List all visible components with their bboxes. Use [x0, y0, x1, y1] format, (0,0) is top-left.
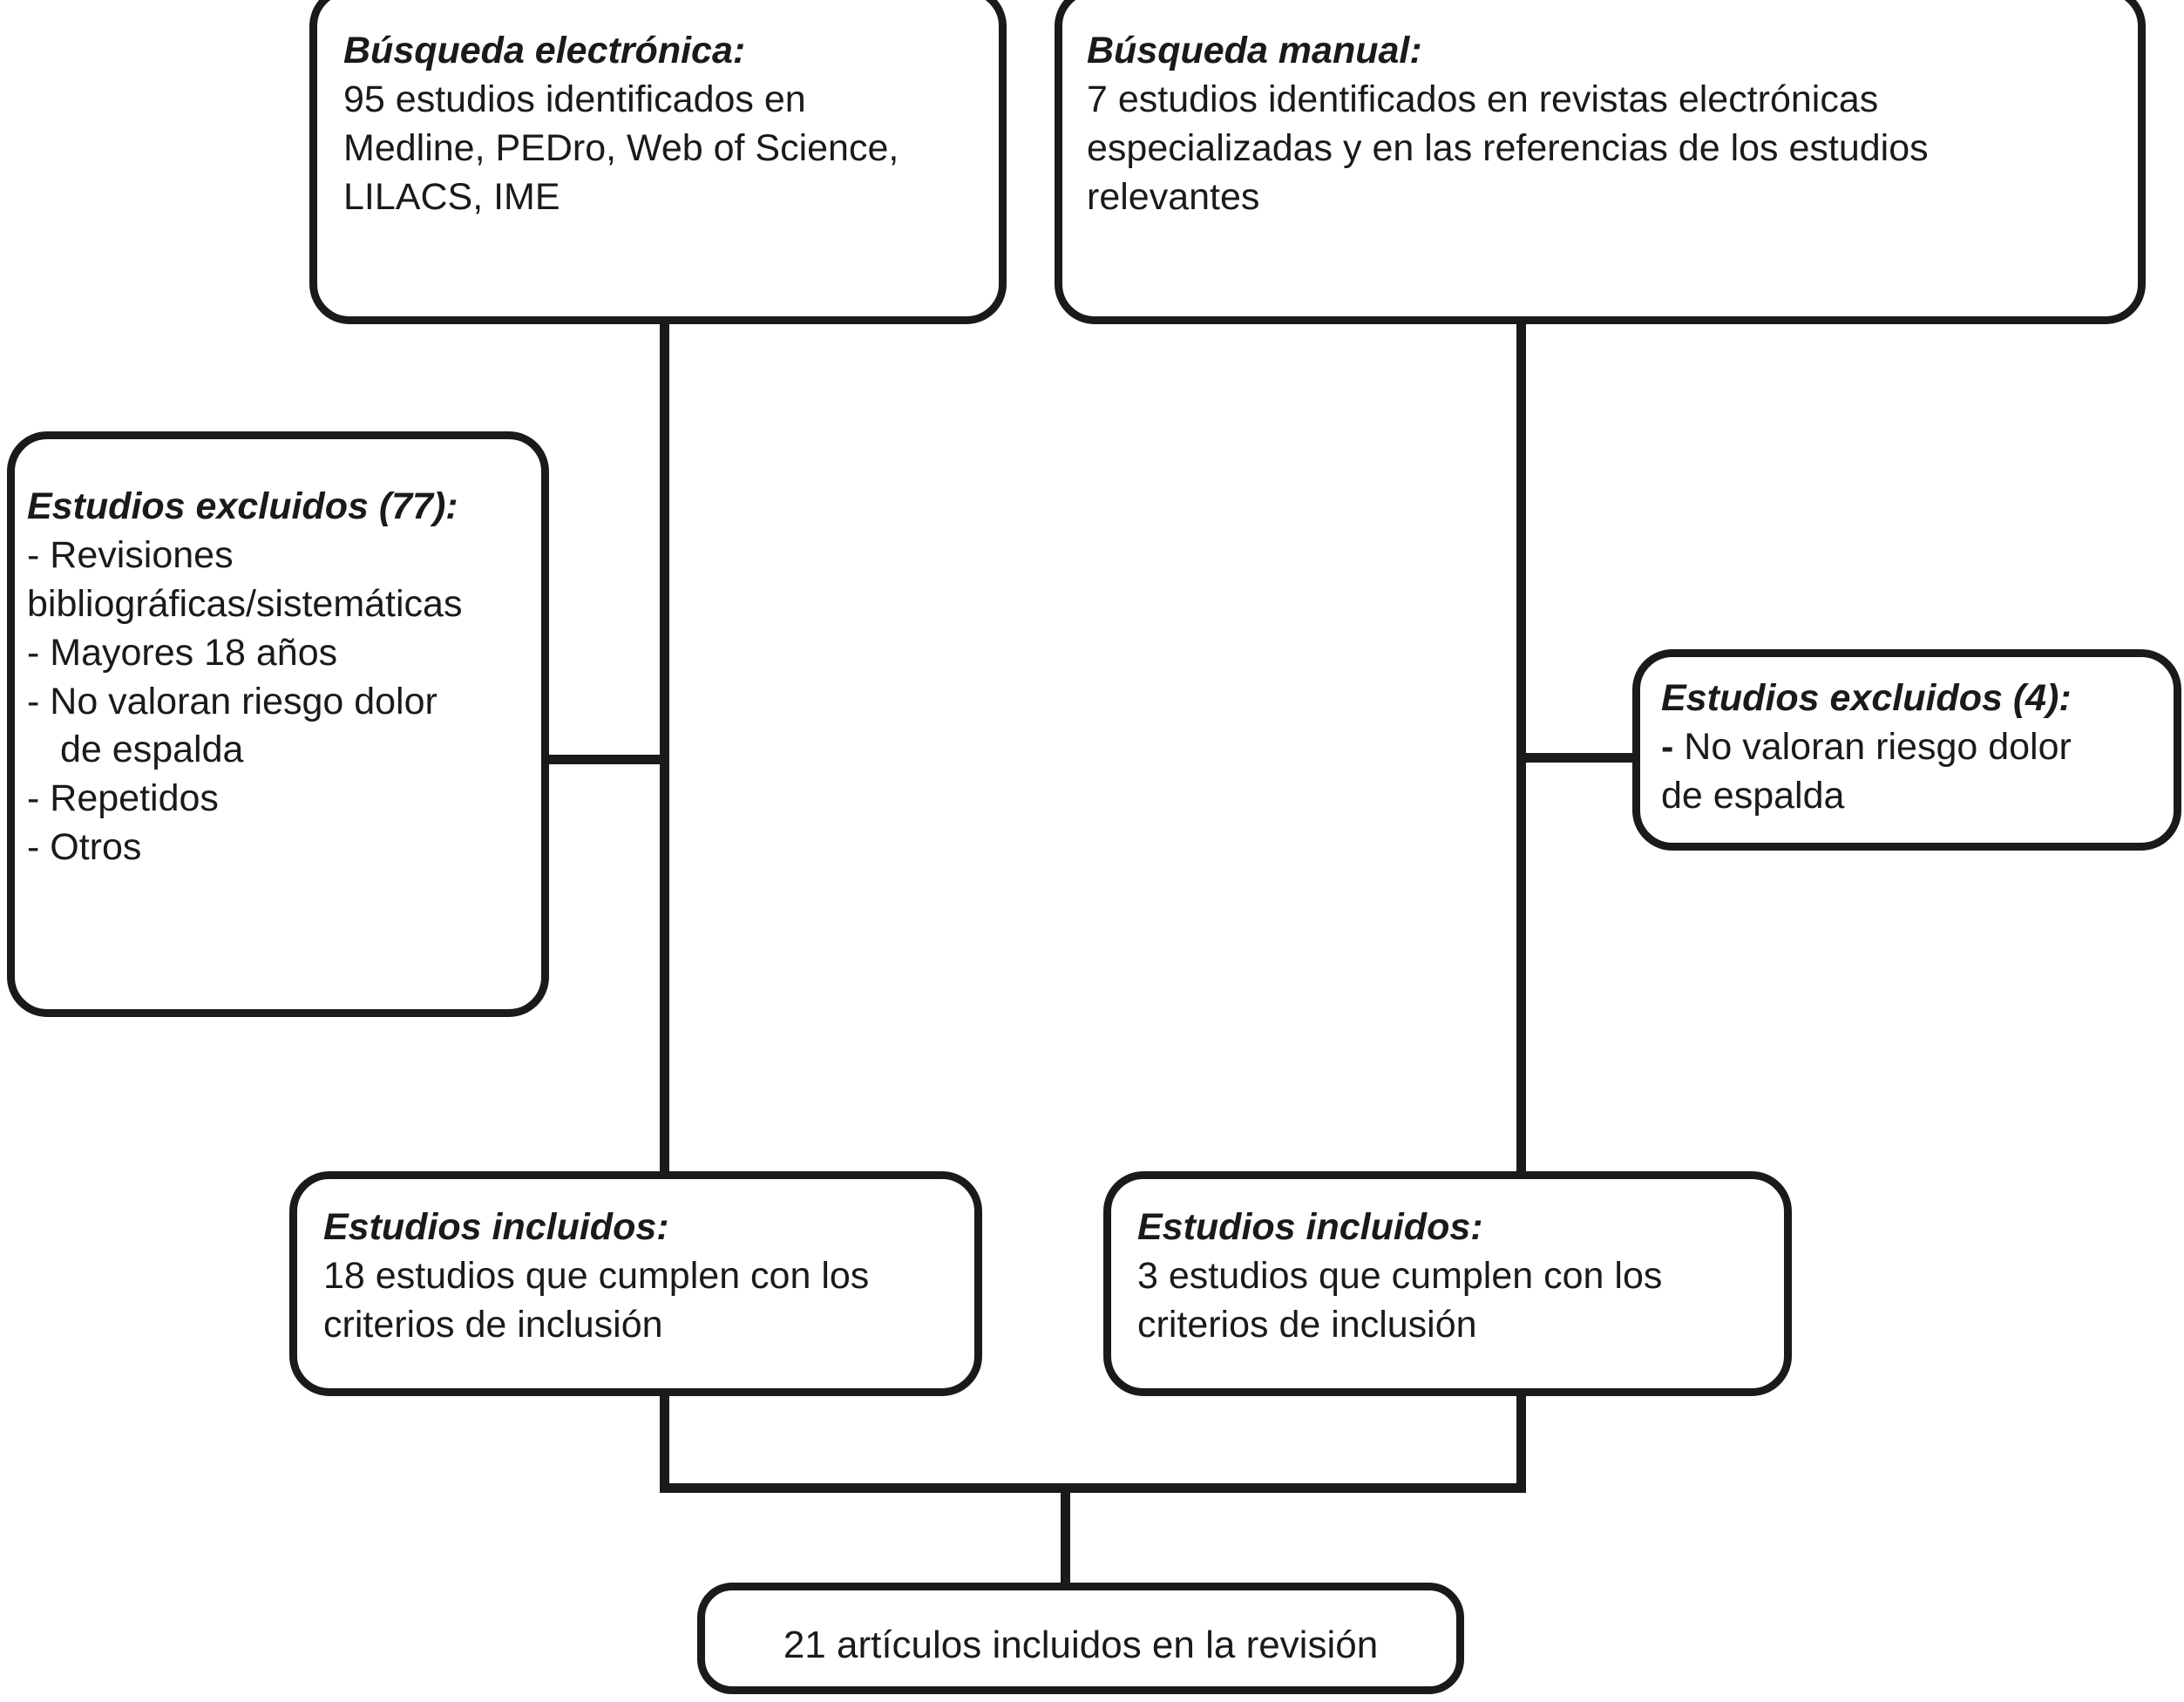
node-excluded-studies-4-line-1-text: No valoran riesgo dolor [1673, 725, 2072, 768]
node-excluded-studies-77-line-3: - Mayores 18 años [27, 631, 338, 674]
connector-merge-bar [660, 1483, 1526, 1493]
node-manual-search-line-3: relevantes [1087, 175, 1260, 218]
node-manual-search-line-1: 7 estudios identificados en revistas ele… [1087, 78, 1879, 120]
node-electronic-search[interactable]: Búsqueda electrónica: 95 estudios identi… [309, 0, 1007, 324]
node-included-studies-3-line-1: 3 estudios que cumplen con los [1137, 1254, 1663, 1297]
node-excluded-studies-77-title: Estudios excluidos (77): [27, 485, 458, 527]
node-excluded-studies-77[interactable]: Estudios excluidos (77): - Revisiones bi… [7, 431, 549, 1017]
node-electronic-search-line-3: LILACS, IME [343, 175, 560, 218]
node-excluded-studies-77-line-5: de espalda [60, 729, 244, 771]
node-excluded-studies-77-line-7: - Otros [27, 826, 142, 869]
connector-included18-vertical [660, 1391, 669, 1492]
node-excluded-studies-77-line-2: bibliográficas/sistemáticas [27, 582, 463, 625]
node-included-studies-18-line-2: criterios de inclusión [323, 1303, 663, 1346]
node-excluded-studies-77-line-1: - Revisiones [27, 533, 234, 576]
node-final-total-content: 21 artículos incluidos en la revisión [705, 1620, 1456, 1670]
node-excluded-studies-4-dash: - [1661, 725, 1674, 768]
node-included-studies-3-content: Estudios incluidos: 3 estudios que cumpl… [1137, 1204, 1768, 1350]
node-included-studies-3[interactable]: Estudios incluidos: 3 estudios que cumpl… [1103, 1171, 1792, 1396]
node-excluded-studies-4-content: Estudios excluidos (4): - No valoran rie… [1661, 675, 2167, 821]
connector-excluded4-horizontal [1516, 753, 1638, 763]
connector-excluded77-horizontal [544, 755, 666, 764]
node-manual-search-content: Búsqueda manual: 7 estudios identificado… [1087, 27, 2122, 222]
node-excluded-studies-4-line-1: - No valoran riesgo dolor [1661, 723, 2167, 772]
node-excluded-studies-77-line-6: - Repetidos [27, 777, 219, 820]
node-included-studies-3-title: Estudios incluidos: [1137, 1206, 1483, 1248]
node-excluded-studies-4-title: Estudios excluidos (4): [1661, 677, 2072, 719]
node-included-studies-18-line-1: 18 estudios que cumplen con los [323, 1254, 870, 1297]
node-manual-search-title: Búsqueda manual: [1087, 30, 1422, 71]
node-manual-search-line-2: especializadas y en las referencias de l… [1087, 126, 1929, 169]
node-included-studies-3-line-2: criterios de inclusión [1137, 1303, 1477, 1346]
node-included-studies-18[interactable]: Estudios incluidos: 18 estudios que cump… [289, 1171, 982, 1396]
node-included-studies-18-title: Estudios incluidos: [323, 1206, 669, 1248]
node-electronic-search-title: Búsqueda electrónica: [343, 30, 746, 71]
node-electronic-search-line-1: 95 estudios identificados en [343, 78, 806, 120]
node-final-total[interactable]: 21 artículos incluidos en la revisión [697, 1583, 1464, 1694]
node-excluded-studies-77-line-4: - No valoran riesgo dolor [27, 680, 437, 722]
node-final-total-text: 21 artículos incluidos en la revisión [783, 1624, 1379, 1666]
connector-final-vertical [1061, 1483, 1070, 1588]
node-excluded-studies-4-line-2: de espalda [1661, 774, 1845, 817]
node-electronic-search-line-2: Medline, PEDro, Web of Science, [343, 126, 899, 169]
connector-electronic-vertical [660, 319, 669, 1182]
connector-manual-vertical [1516, 319, 1526, 1182]
node-manual-search[interactable]: Búsqueda manual: 7 estudios identificado… [1055, 0, 2146, 324]
node-electronic-search-content: Búsqueda electrónica: 95 estudios identi… [343, 27, 983, 222]
node-excluded-studies-77-content: Estudios excluidos (77): - Revisiones bi… [27, 483, 534, 872]
node-excluded-studies-4[interactable]: Estudios excluidos (4): - No valoran rie… [1632, 649, 2181, 851]
node-included-studies-18-content: Estudios incluidos: 18 estudios que cump… [323, 1204, 959, 1350]
connector-included3-vertical [1516, 1391, 1526, 1492]
